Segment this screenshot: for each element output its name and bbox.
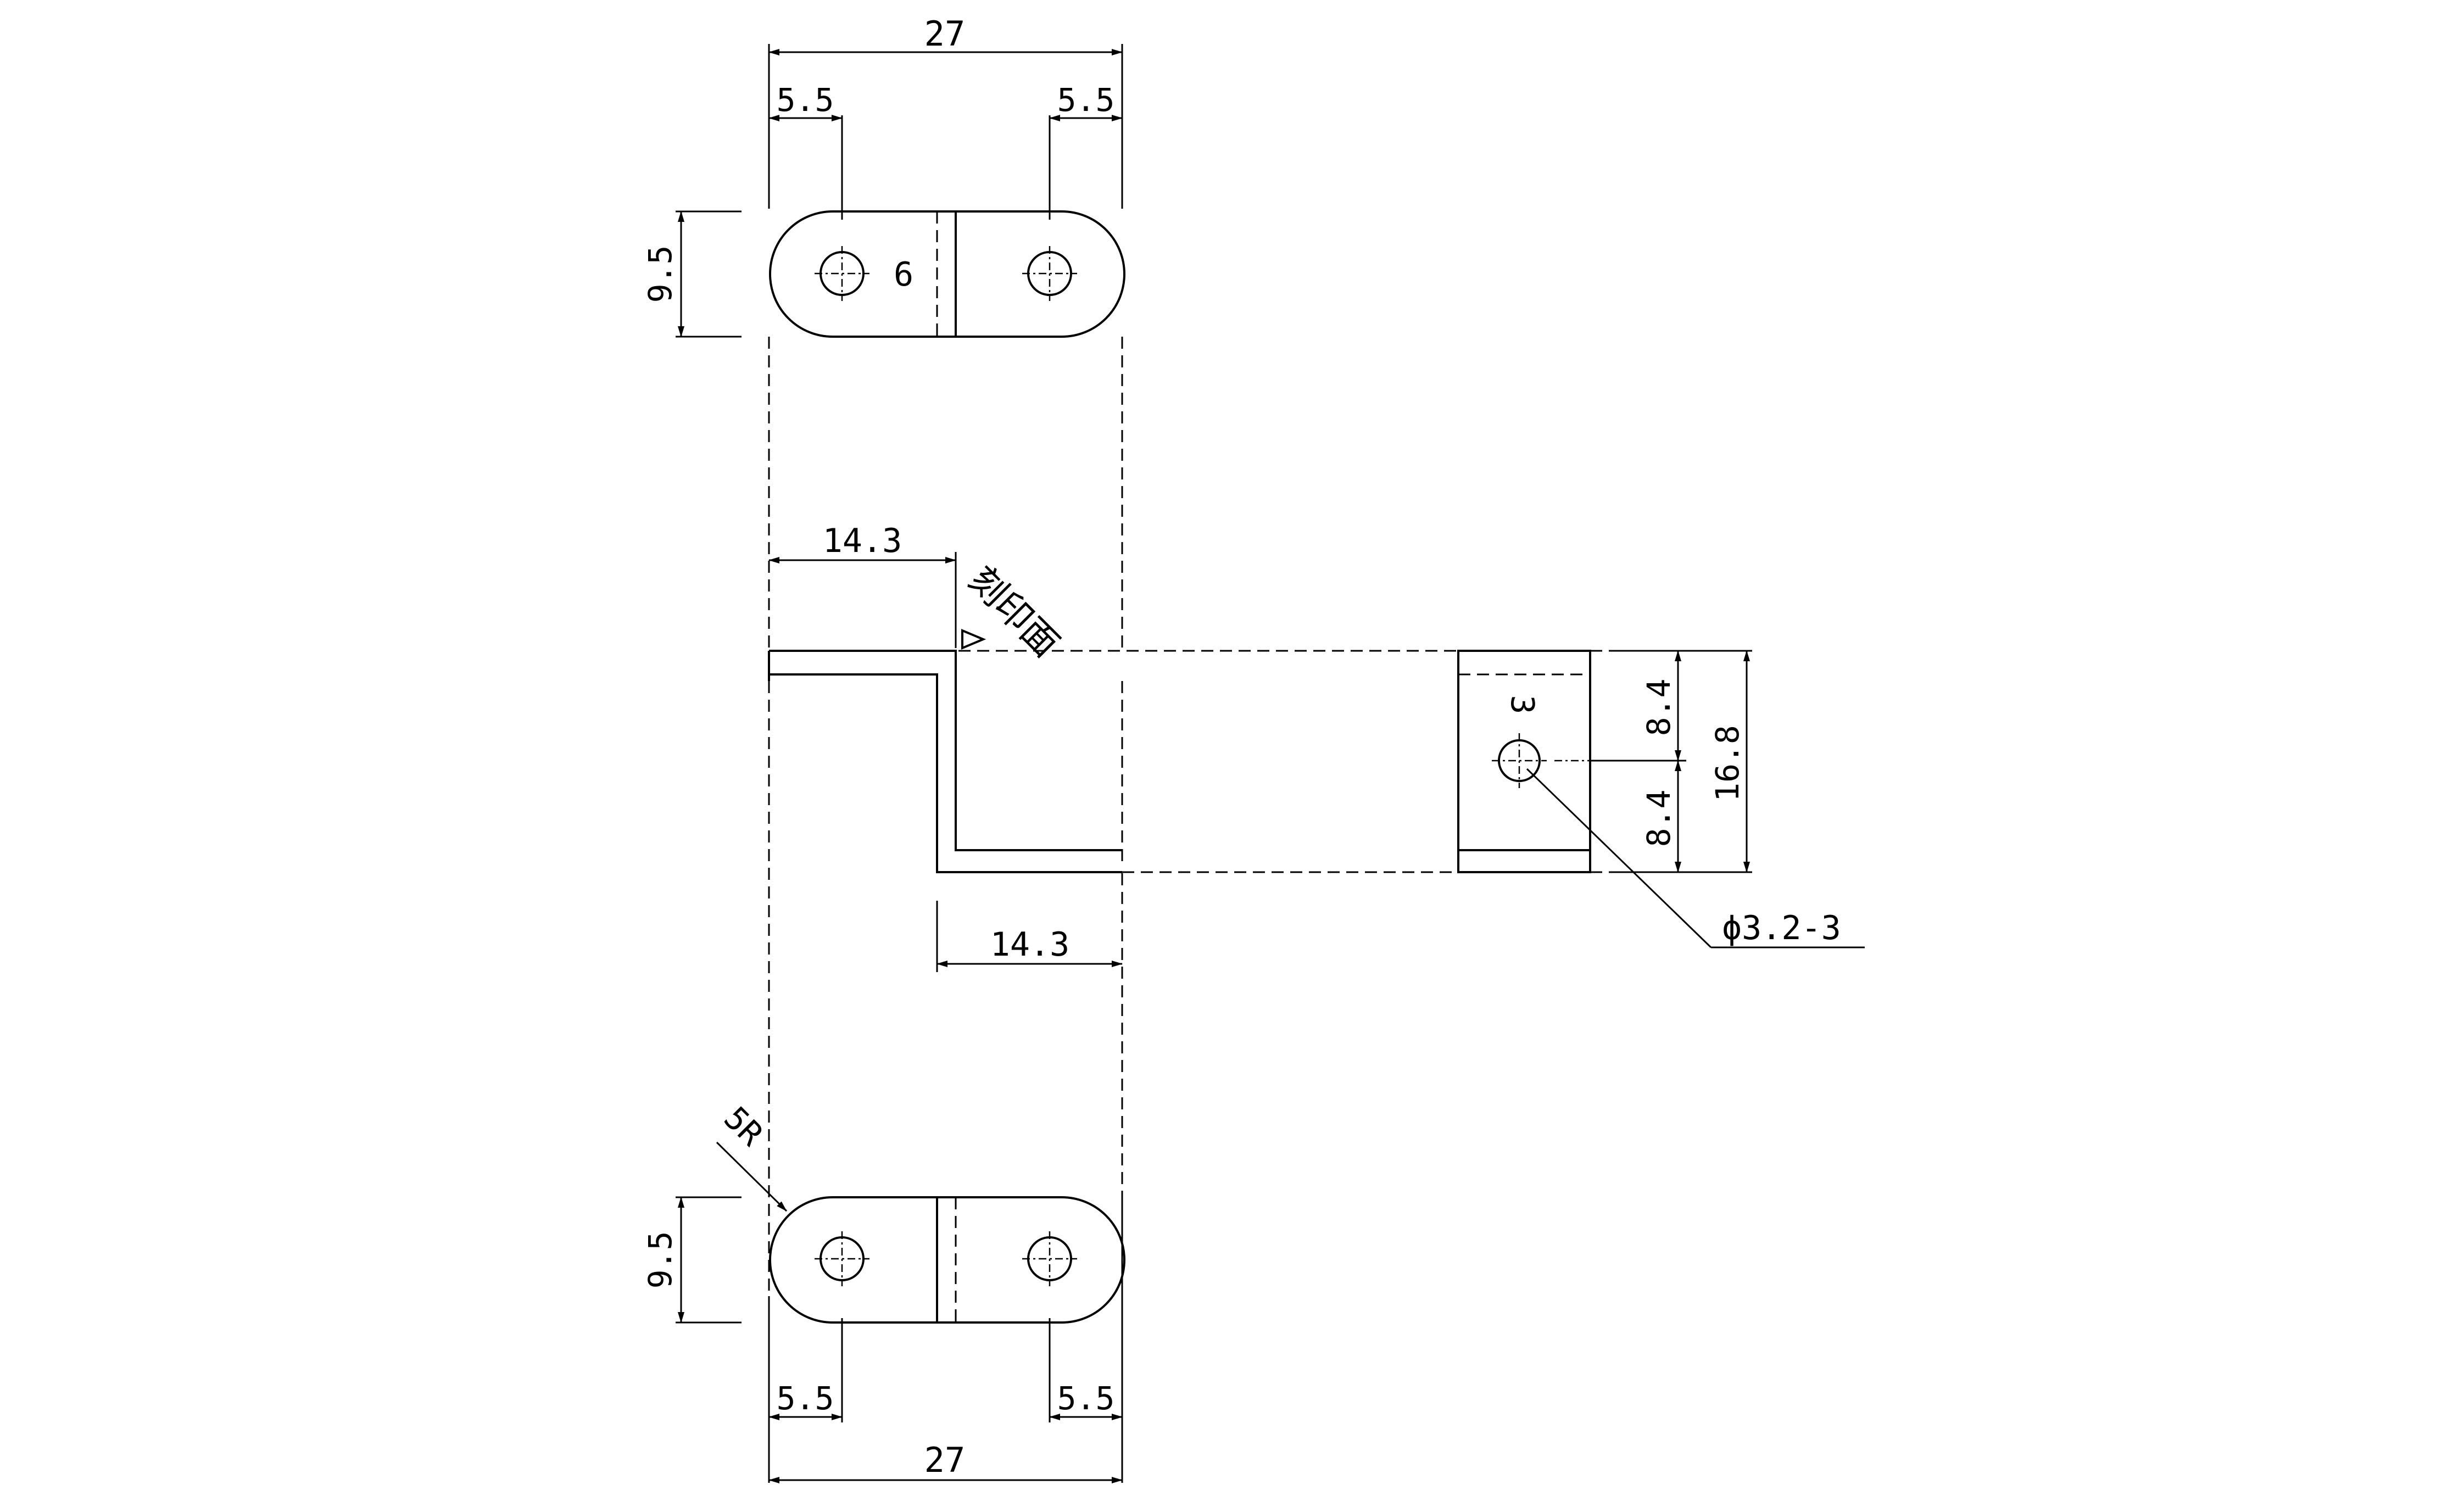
side-view: 14.3 刻印面 14.3: [768, 522, 1123, 972]
bottom-radius-label: 5R: [717, 1100, 771, 1153]
end-height-label: 16.8: [1709, 725, 1746, 802]
side-profile-outer: [769, 650, 1122, 851]
top-height-label: 9.5: [642, 245, 679, 303]
bottom-view-outline: [769, 1196, 1125, 1324]
bottom-width-label: 27: [924, 1440, 966, 1480]
bottom-height-label: 9.5: [642, 1231, 679, 1289]
end-thickness-label: 3: [1504, 695, 1541, 715]
hole-spec-label: ϕ3.2-3: [1722, 909, 1841, 947]
side-left-length-label: 14.3: [823, 522, 902, 560]
top-view-outline: [769, 210, 1125, 338]
projection-lines: [768, 337, 1664, 1296]
stamp-face-triangle-icon: [961, 628, 986, 650]
side-profile-inner: [769, 673, 1122, 873]
side-right-length-label: 14.3: [990, 925, 1070, 964]
bottom-right-offset-label: 5.5: [1057, 1380, 1115, 1417]
bottom-left-offset-label: 5.5: [777, 1380, 834, 1417]
radius-leader: [716, 1141, 788, 1212]
bottom-view: 5R 9.5 5.5 5.5 27: [642, 1100, 1125, 1483]
end-view: 3 8.4 8.4 16.8 ϕ3.2-3: [1457, 650, 1865, 948]
top-right-offset-label: 5.5: [1057, 81, 1115, 119]
top-left-offset-label: 5.5: [777, 81, 834, 119]
hole-spec-leader: [1526, 768, 1712, 948]
top-hole-spacing-label: 6: [894, 255, 913, 294]
end-lower-half-label: 8.4: [1640, 790, 1677, 847]
end-view-outline: [1457, 650, 1591, 873]
top-view: 6 27 5.5 5.5 9.5: [642, 14, 1125, 338]
stamp-face-label: 刻印面: [961, 559, 1067, 665]
top-width-label: 27: [924, 14, 966, 54]
end-upper-half-label: 8.4: [1640, 679, 1677, 736]
